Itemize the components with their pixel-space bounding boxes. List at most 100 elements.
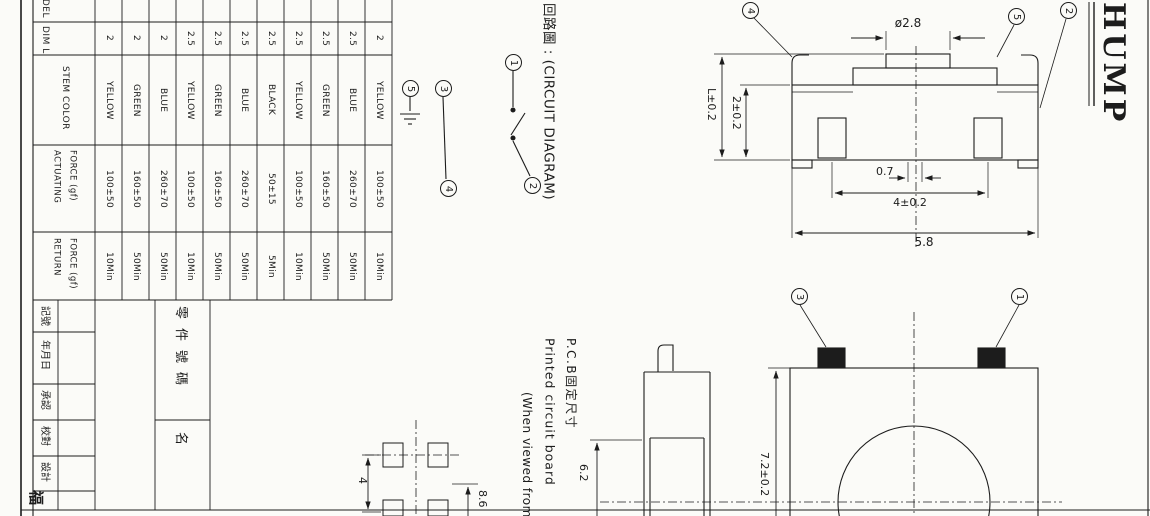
title-block-checked-label: 校對 xyxy=(39,426,50,446)
terminal-number: 5 xyxy=(405,85,417,92)
table-cell-dim: 2 xyxy=(374,35,384,42)
dim-slot-width: 0.7 xyxy=(876,165,894,178)
table-cell-force: 100±50 xyxy=(104,169,114,208)
circuit-diagram-title: 回路圖 : (CIRCUIT DIAGRAM) xyxy=(540,3,557,201)
table-cell-dim: 2 xyxy=(131,35,141,42)
table-cell-dim: 2 xyxy=(158,35,168,42)
table-cell-color: BLACK xyxy=(266,84,276,116)
table-header-return-2: FORCE (gf) xyxy=(67,238,78,290)
table-cell-dim: 2.5 xyxy=(320,30,330,47)
pcb-view-linework xyxy=(452,304,1062,516)
dim-profile-height: 6.2 xyxy=(577,464,590,482)
circuit-diagram-linework xyxy=(400,71,531,180)
table-cell-force: 160±50 xyxy=(212,169,222,208)
name-label: 名 xyxy=(173,432,188,446)
table-cell-dim: 2.5 xyxy=(347,30,357,47)
terminal-callout-1-pcb: 1 xyxy=(1011,288,1028,305)
title-block-grid xyxy=(33,300,211,510)
terminal-callout-4-front: 4 xyxy=(742,2,759,19)
table-cell-dim: 2.5 xyxy=(266,30,276,47)
terminal-number: 3 xyxy=(794,293,806,300)
dim-pcb-span: 7.2±0.2 xyxy=(758,452,771,497)
dim-body-width: 5.8 xyxy=(914,235,934,249)
table-cell-color: GREEN xyxy=(131,83,141,117)
terminal-number: 4 xyxy=(745,7,757,14)
terminal-callout-2-front: 2 xyxy=(1060,2,1077,19)
table-cell-force: 160±50 xyxy=(131,169,141,208)
table-cell-dim: 2.5 xyxy=(212,30,222,47)
dim-footprint-span: 8.6 xyxy=(476,490,489,508)
table-cell-return: 50Min xyxy=(347,251,357,281)
table-cell-dim: 2.5 xyxy=(239,30,249,47)
table-cell-return: 5Min xyxy=(266,254,276,278)
table-cell-force: 100±50 xyxy=(185,169,195,208)
table-header-dim-l: DIM L xyxy=(40,26,50,54)
table-cell-force: 50±15 xyxy=(266,172,276,205)
table-cell-return: 10Min xyxy=(374,251,384,281)
company-name: 福 xyxy=(27,490,45,506)
table-header-return-1: RETURN xyxy=(51,238,62,276)
terminal-callout-3: 3 xyxy=(435,80,452,97)
terminal-number: 5 xyxy=(1011,13,1023,20)
terminal-callout-2: 2 xyxy=(524,177,541,194)
title-block-date-label: 年月日 xyxy=(39,340,50,370)
table-cell-return: 10Min xyxy=(104,251,114,281)
table-cell-force: 160±50 xyxy=(320,169,330,208)
title-block-rev-label: 記號 xyxy=(39,306,50,326)
terminal-callout-5-front: 5 xyxy=(1008,8,1025,25)
table-header-model: MODEL xyxy=(40,0,50,18)
table-cell-return: 50Min xyxy=(158,251,168,281)
table-cell-return: 50Min xyxy=(212,251,222,281)
sheet-frame xyxy=(20,0,1150,516)
title-block-designed-label: 設計 xyxy=(39,462,50,482)
table-cell-return: 50Min xyxy=(131,251,141,281)
terminal-callout-1: 1 xyxy=(505,54,522,71)
dim-pad-pitch: 4 xyxy=(356,477,369,484)
terminal-callout-5: 5 xyxy=(402,80,419,97)
terminal-number: 2 xyxy=(527,182,539,189)
table-cell-return: 10Min xyxy=(185,251,195,281)
table-header-stem-color: STEM COLOR xyxy=(60,66,70,130)
table-cell-color: GREEN xyxy=(320,83,330,117)
table-cell-color: YELLOW xyxy=(293,80,303,120)
dim-stem-diameter: ø2.8 xyxy=(894,16,922,30)
table-cell-color: BLUE xyxy=(239,87,249,113)
table-cell-force: 100±50 xyxy=(374,169,384,208)
terminal-number: 4 xyxy=(443,185,455,192)
terminal-number: 3 xyxy=(438,85,450,92)
dim-body-height: 2±0.2 xyxy=(730,96,743,130)
pcb-label-english: Printed circuit board xyxy=(542,338,558,486)
table-header-actuating-2: FORCE (gf) xyxy=(67,150,78,202)
terminal-callout-3-pcb: 3 xyxy=(791,288,808,305)
table-cell-dim: 2 xyxy=(104,35,114,42)
table-header-actuating-1: ACTUATING xyxy=(51,150,62,204)
table-cell-force: 100±50 xyxy=(293,169,303,208)
table-cell-return: 50Min xyxy=(239,251,249,281)
pcb-label-english-2: (When viewed from xyxy=(520,392,534,516)
table-cell-color: BLUE xyxy=(347,87,357,113)
terminal-number: 1 xyxy=(1014,293,1026,300)
table-cell-return: 10Min xyxy=(293,251,303,281)
table-cell-color: GREEN xyxy=(212,83,222,117)
footprint-linework xyxy=(362,420,462,516)
dim-total-height: L±0.2 xyxy=(705,88,718,121)
table-cell-color: YELLOW xyxy=(185,80,195,120)
pcb-label-cjk: P.C.B固定尺寸 xyxy=(564,338,578,430)
logo-hump: HUMP xyxy=(1096,2,1131,125)
table-cell-color: YELLOW xyxy=(104,80,114,120)
dim-terminal-pitch: 4±0.2 xyxy=(893,196,927,209)
title-block-approved-label: 承認 xyxy=(39,390,50,410)
table-cell-force: 260±70 xyxy=(239,169,249,208)
front-view-linework xyxy=(714,16,1067,248)
table-cell-dim: 2.5 xyxy=(185,30,195,47)
part-number-label: 零件號碼 xyxy=(173,306,188,395)
table-cell-force: 260±70 xyxy=(158,169,168,208)
table-cell-force: 260±70 xyxy=(347,169,357,208)
terminal-callout-4: 4 xyxy=(440,180,457,197)
table-cell-dim: 2.5 xyxy=(293,30,303,47)
terminal-number: 1 xyxy=(508,59,520,66)
table-cell-return: 50Min xyxy=(320,251,330,281)
terminal-number: 2 xyxy=(1063,7,1075,14)
